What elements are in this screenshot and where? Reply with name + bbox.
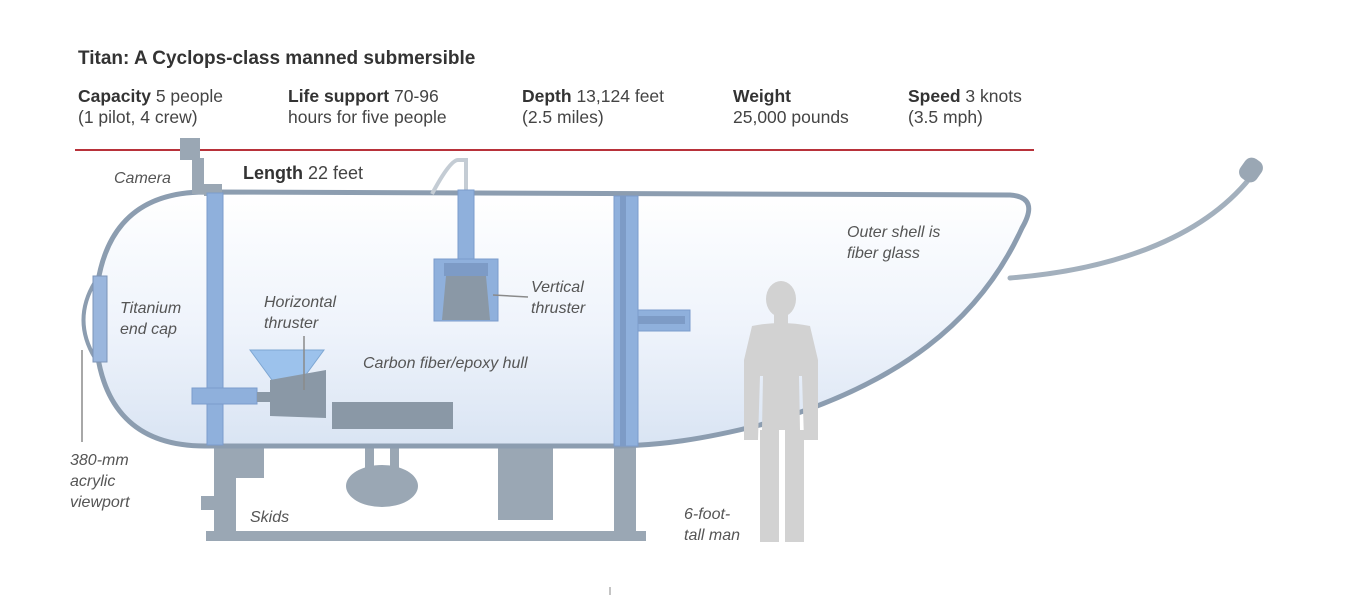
header-divider xyxy=(75,149,1034,151)
spec-weight-label: Weight xyxy=(733,86,792,106)
tail-tether xyxy=(1007,175,1253,281)
end-cap-ring xyxy=(92,275,108,363)
spec-speed-label: Speed xyxy=(908,86,961,106)
spec-life-support-detail: hours for five people xyxy=(288,107,447,127)
spec-capacity-label: Capacity xyxy=(78,86,151,106)
label-length-value: 22 feet xyxy=(308,163,364,183)
camera-mount xyxy=(180,138,222,196)
skids-frame xyxy=(201,445,646,541)
viewport-dome xyxy=(81,280,97,360)
thruster-hose xyxy=(430,158,468,195)
man-silhouette xyxy=(744,281,818,542)
leader-lines xyxy=(81,294,529,442)
spec-depth-value: 13,124 feet xyxy=(576,86,665,106)
spec-depth: Depth 13,124 feet (2.5 miles) xyxy=(522,86,664,128)
spec-depth-label: Depth xyxy=(522,86,572,106)
spec-life-support-label: Life support xyxy=(288,86,390,106)
spec-weight-value: 25,000 pounds xyxy=(733,107,849,127)
label-length-key: Length xyxy=(243,163,303,183)
horizontal-thruster xyxy=(249,349,326,418)
spec-capacity-detail: (1 pilot, 4 crew) xyxy=(78,107,198,127)
internal-frame-shading xyxy=(620,196,685,446)
label-skids: Skids xyxy=(250,509,290,526)
spec-capacity-value: 5 people xyxy=(155,86,223,106)
spec-weight: Weight 25,000 pounds xyxy=(733,86,849,128)
diagram-title: Titan: A Cyclops-class manned submersibl… xyxy=(78,48,476,69)
spec-life-support: Life support 70-96 hours for five people xyxy=(288,86,447,128)
label-titanium-end-cap: Titanium end cap xyxy=(120,300,182,338)
spec-depth-detail: (2.5 miles) xyxy=(522,107,604,127)
spec-capacity: Capacity 5 people (1 pilot, 4 crew) xyxy=(78,86,223,128)
spec-speed-detail: (3.5 mph) xyxy=(908,107,983,127)
tail-tip xyxy=(1239,157,1263,183)
spec-speed: Speed 3 knots (3.5 mph) xyxy=(908,86,1022,128)
spec-speed-value: 3 knots xyxy=(965,86,1022,106)
label-outer-shell: Outer shell is fiber glass xyxy=(847,224,941,262)
label-viewport: 380-mm acrylic viewport xyxy=(70,452,130,511)
label-length: Length 22 feet xyxy=(243,163,363,184)
label-horizontal-thruster: Horizontal thruster xyxy=(264,294,337,332)
label-camera: Camera xyxy=(114,170,171,187)
battery-block xyxy=(332,402,453,429)
label-hull: Carbon fiber/epoxy hull xyxy=(363,355,528,372)
vertical-thruster xyxy=(433,189,499,322)
label-man: 6-foot- tall man xyxy=(684,506,741,544)
spec-life-support-value: 70-96 xyxy=(393,86,439,106)
label-vertical-thruster: Vertical thruster xyxy=(531,279,586,317)
